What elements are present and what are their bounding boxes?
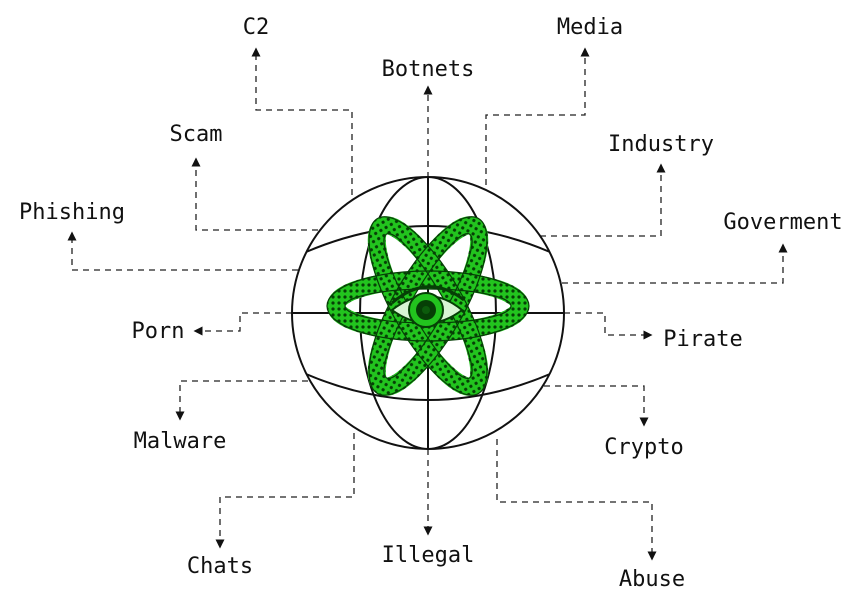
label-scam: Scam: [170, 122, 223, 147]
label-goverment: Goverment: [723, 210, 842, 235]
label-crypto: Crypto: [604, 435, 683, 460]
connector-industry: [540, 163, 666, 237]
eye-icon: [390, 285, 465, 328]
connector-abuse: [496, 439, 657, 561]
connectors: [67, 47, 788, 561]
connector-pirate: [564, 312, 653, 340]
label-porn: Porn: [132, 319, 185, 344]
label-illegal: Illegal: [382, 543, 475, 568]
label-industry: Industry: [608, 132, 714, 157]
label-pirate: Pirate: [663, 327, 742, 352]
label-chats: Chats: [187, 554, 253, 579]
label-c2: C2: [243, 15, 270, 40]
label-media: Media: [557, 15, 623, 40]
label-phishing: Phishing: [19, 200, 125, 225]
connector-porn: [193, 312, 292, 336]
connector-chats: [215, 433, 355, 549]
connector-phishing: [67, 231, 298, 271]
atom-eye-emblem-icon: [326, 216, 530, 396]
label-malware: Malware: [134, 429, 227, 454]
label-botnets: Botnets: [382, 57, 475, 82]
connector-crypto: [544, 385, 649, 427]
connector-scam: [191, 157, 318, 231]
label-abuse: Abuse: [619, 567, 685, 592]
connector-goverment: [562, 243, 788, 284]
connector-media: [485, 47, 590, 185]
labels: C2 Media Botnets Scam Industry Phishing …: [19, 15, 843, 592]
connector-malware: [175, 380, 308, 421]
connector-c2: [251, 47, 353, 195]
